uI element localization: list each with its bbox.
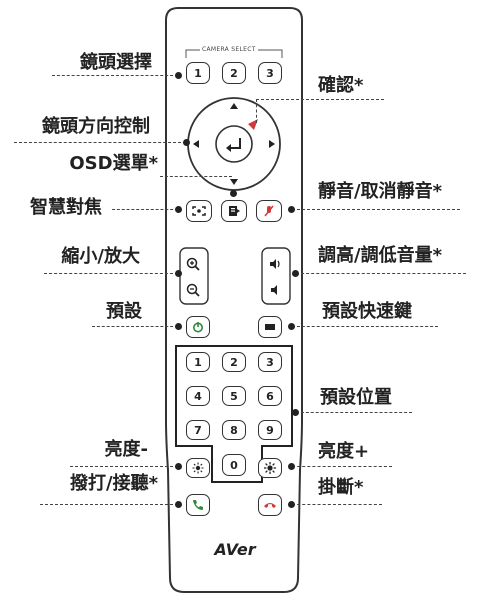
leader-preset-position [296, 412, 412, 413]
label-volume: 調高/調低音量* [318, 245, 442, 266]
dot-preset-position [292, 409, 299, 416]
label-brightness-minus: 亮度- [104, 439, 148, 460]
label-zoom: 縮小/放大 [61, 246, 140, 267]
mute-mic-icon [264, 205, 274, 217]
leader-brightness-minus [70, 466, 178, 467]
focus-icon [192, 206, 206, 216]
zoom-out-button[interactable] [186, 282, 202, 298]
dot-mute [288, 206, 295, 213]
zoom-out-icon [186, 283, 200, 297]
preset-power-icon [193, 322, 203, 333]
dot-brightness-minus [175, 463, 182, 470]
mute-button[interactable] [256, 200, 282, 222]
number-key-4[interactable]: 4 [186, 386, 210, 406]
number-key-0[interactable]: 0 [222, 454, 246, 476]
dot-preset-hotkey [288, 323, 295, 330]
number-key-9[interactable]: 9 [258, 420, 282, 440]
number-key-1[interactable]: 1 [186, 352, 210, 372]
smart-focus-button[interactable] [186, 200, 212, 222]
brand-logo: AVer [214, 540, 256, 559]
speaker-loud-icon [270, 259, 280, 269]
number-key-8[interactable]: 8 [222, 420, 246, 440]
label-confirm: 確認* [318, 75, 364, 96]
menu-icon [229, 206, 240, 216]
call-answer-button[interactable] [186, 494, 210, 516]
zoom-in-button[interactable] [186, 256, 202, 272]
label-mute: 靜音/取消靜音* [318, 181, 442, 202]
leader-mute [292, 209, 460, 210]
volume-down-button[interactable] [268, 282, 284, 298]
leader-camera-select [52, 75, 178, 76]
leader-volume [296, 273, 466, 274]
osd-menu-button[interactable] [221, 200, 247, 222]
dot-direction [183, 139, 190, 146]
number-key-6[interactable]: 6 [258, 386, 282, 406]
camera-2-button[interactable]: 2 [222, 62, 246, 84]
leader-brightness-plus [292, 466, 392, 467]
dot-call-answer [175, 501, 182, 508]
label-smart-focus: 智慧對焦 [30, 197, 102, 218]
leader-confirm [256, 99, 384, 100]
preset-hotkey-button[interactable] [258, 316, 282, 338]
dot-brightness-plus [288, 463, 295, 470]
leader-osd-menu [160, 176, 232, 177]
phone-answer-icon [193, 500, 203, 510]
label-call-answer: 撥打/接聽* [70, 473, 158, 494]
leader-call-answer [40, 504, 178, 505]
label-brightness-plus: 亮度+ [318, 441, 370, 462]
dot-hang-up [288, 501, 295, 508]
number-key-5[interactable]: 5 [222, 386, 246, 406]
camera-select-caption: CAMERA SELECT [200, 46, 258, 53]
leader-smart-focus [112, 209, 178, 210]
preset-button[interactable] [186, 316, 210, 338]
speaker-quiet-icon [271, 285, 277, 295]
leader-direction [14, 142, 186, 143]
dot-preset [175, 323, 182, 330]
dot-volume [292, 270, 299, 277]
brightness-plus-button[interactable] [258, 458, 282, 478]
leader-hang-up [292, 504, 382, 505]
number-key-2[interactable]: 2 [222, 352, 246, 372]
label-preset-hotkey: 預設快速鍵 [322, 301, 412, 322]
number-key-3[interactable]: 3 [258, 352, 282, 372]
preset-hotkey-icon [265, 324, 275, 330]
number-key-7[interactable]: 7 [186, 420, 210, 440]
dot-camera-select [175, 72, 182, 79]
camera-3-button[interactable]: 3 [258, 62, 282, 84]
sun-large-icon [264, 462, 276, 474]
camera-1-button[interactable]: 1 [186, 62, 210, 84]
dot-zoom [175, 270, 182, 277]
phone-hangup-icon [264, 503, 276, 508]
sun-small-icon [192, 462, 204, 474]
leader-preset [92, 326, 178, 327]
label-preset-position: 預設位置 [320, 387, 392, 408]
dot-smart-focus [175, 206, 182, 213]
dot-osd-menu [230, 190, 237, 197]
hang-up-button[interactable] [258, 494, 282, 516]
zoom-in-icon [186, 257, 200, 271]
leader-preset-hotkey [292, 326, 438, 327]
volume-up-button[interactable] [268, 256, 284, 272]
label-hang-up: 掛斷* [318, 477, 364, 498]
label-direction: 鏡頭方向控制 [42, 116, 150, 137]
label-camera-select: 鏡頭選擇 [80, 52, 152, 73]
label-preset: 預設 [106, 301, 142, 322]
leader-confirm-vertical [256, 99, 257, 123]
brightness-minus-button[interactable] [186, 458, 210, 478]
leader-zoom [44, 273, 178, 274]
label-osd-menu: OSD選單* [69, 153, 158, 174]
